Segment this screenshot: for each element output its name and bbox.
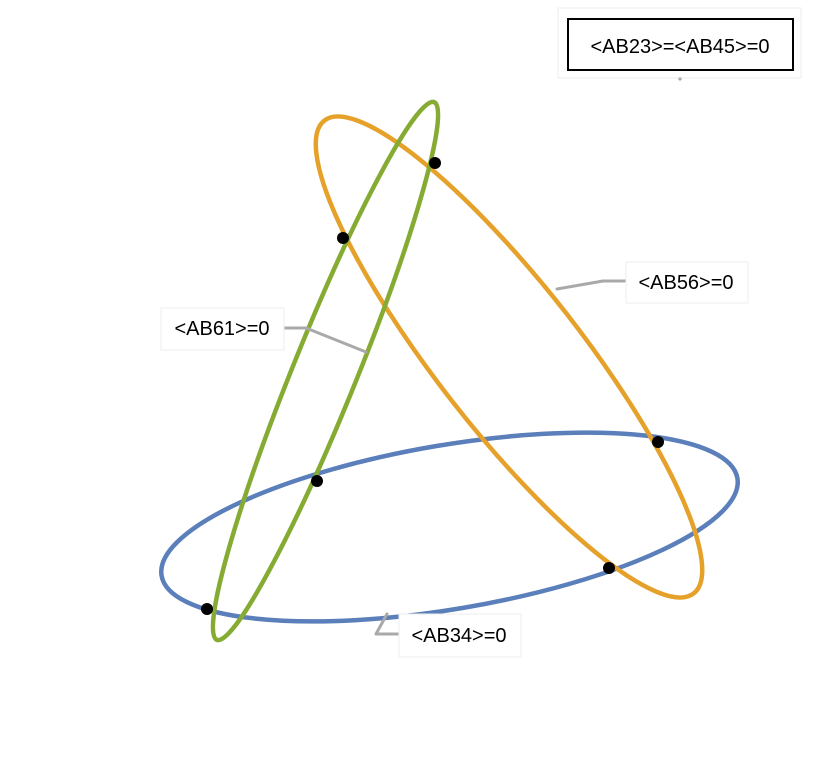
callout-ab56: <AB56>=0 bbox=[555, 261, 749, 304]
intersection-point bbox=[603, 562, 615, 574]
intersection-point bbox=[311, 475, 323, 487]
label-ab34: <AB34>=0 bbox=[411, 625, 506, 647]
label-ab61: <AB61>=0 bbox=[174, 318, 269, 340]
intersection-point bbox=[337, 232, 349, 244]
title-callout: <AB23>=<AB45>=0 bbox=[557, 7, 802, 81]
intersection-point bbox=[652, 436, 664, 448]
title-label: <AB23>=<AB45>=0 bbox=[590, 36, 769, 58]
curve-ab56 bbox=[313, 114, 705, 600]
label-ab56: <AB56>=0 bbox=[638, 272, 733, 294]
curve-ab61 bbox=[210, 99, 441, 643]
callout-ab61: <AB61>=0 bbox=[160, 307, 368, 354]
curve-ab34 bbox=[159, 430, 740, 624]
intersection-point bbox=[201, 603, 213, 615]
intersection-point bbox=[429, 157, 441, 169]
callout-ab34: <AB34>=0 bbox=[374, 612, 522, 658]
